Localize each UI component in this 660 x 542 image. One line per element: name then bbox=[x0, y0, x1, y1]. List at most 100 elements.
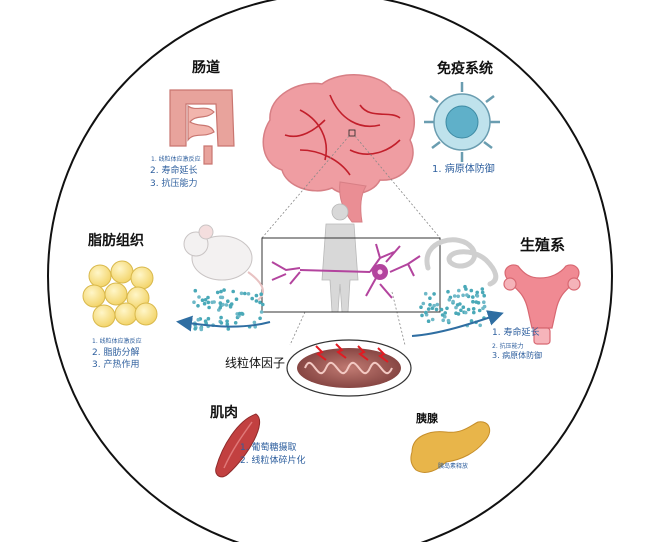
dot bbox=[489, 310, 493, 315]
fat-cell bbox=[130, 266, 154, 290]
pancreas-title: 胰腺 bbox=[416, 412, 438, 425]
dot bbox=[446, 318, 451, 323]
muscle-item-2: 2. 线粒体碎片化 bbox=[240, 456, 306, 466]
dot bbox=[222, 288, 226, 292]
dot bbox=[196, 304, 200, 308]
neuron-icon bbox=[271, 243, 421, 299]
dot bbox=[192, 300, 196, 305]
dot bbox=[456, 294, 461, 299]
pancreas-icon bbox=[410, 421, 491, 473]
dot bbox=[435, 302, 440, 307]
dot bbox=[225, 319, 229, 324]
watermark: 网易号 | 查只灰鸽子 bbox=[548, 523, 647, 536]
fat-cell bbox=[92, 304, 116, 328]
dot bbox=[203, 298, 208, 302]
dot bbox=[454, 311, 458, 316]
dot bbox=[423, 291, 428, 296]
muscle-icon bbox=[215, 413, 261, 478]
dot bbox=[193, 288, 198, 293]
dot bbox=[231, 289, 235, 294]
dot bbox=[206, 295, 210, 300]
dot bbox=[445, 306, 449, 311]
dot bbox=[458, 302, 462, 306]
dots-cluster-right bbox=[419, 284, 493, 328]
repro-title: 生殖系 bbox=[520, 236, 566, 254]
fat-title: 脂肪组织 bbox=[88, 233, 144, 249]
dot bbox=[246, 292, 251, 296]
repro-item-1: 1. 寿命延长 bbox=[492, 328, 540, 338]
uterus-icon bbox=[503, 264, 581, 345]
dot bbox=[261, 302, 265, 307]
dot bbox=[219, 321, 224, 325]
dot bbox=[457, 288, 461, 293]
dot bbox=[225, 322, 230, 327]
dot bbox=[420, 313, 424, 318]
dot bbox=[226, 299, 230, 304]
dot bbox=[221, 302, 225, 307]
mouse-icon bbox=[183, 224, 264, 301]
dot bbox=[206, 316, 211, 321]
dot bbox=[254, 293, 259, 298]
worm-icon bbox=[424, 237, 499, 287]
dot bbox=[469, 288, 474, 293]
dot bbox=[446, 289, 450, 294]
dot bbox=[476, 301, 481, 305]
dot bbox=[466, 307, 471, 312]
dot bbox=[421, 301, 426, 306]
dot bbox=[210, 300, 214, 305]
dot bbox=[224, 303, 229, 307]
dot bbox=[237, 311, 242, 316]
dot bbox=[478, 323, 483, 328]
dot bbox=[443, 311, 448, 315]
dot bbox=[464, 287, 468, 291]
dot bbox=[472, 310, 476, 315]
dot bbox=[254, 299, 259, 303]
dot bbox=[459, 308, 463, 313]
dot bbox=[259, 292, 264, 297]
dot bbox=[463, 310, 468, 315]
dot bbox=[243, 291, 247, 296]
dot bbox=[252, 320, 257, 325]
dot bbox=[461, 305, 466, 310]
fat-cell bbox=[88, 264, 112, 288]
muscle-item-1: 1. 葡萄糖摄取 bbox=[240, 443, 297, 453]
dot bbox=[471, 307, 476, 311]
neuron-box bbox=[261, 237, 441, 313]
dot bbox=[432, 303, 436, 308]
dot bbox=[258, 316, 262, 321]
dot bbox=[207, 305, 211, 310]
immune-cell-icon bbox=[424, 82, 500, 162]
repro-item-2: 2. 抗压能力 bbox=[492, 343, 524, 350]
pancreas-item-1: 胰岛素释放 bbox=[438, 463, 469, 470]
arrow-left-icon bbox=[176, 315, 271, 332]
dot bbox=[419, 305, 423, 310]
zoom-lines bbox=[261, 135, 441, 346]
dot bbox=[428, 296, 432, 301]
dot bbox=[193, 327, 197, 331]
fat-cell bbox=[110, 260, 134, 284]
gut-item-3: 3. 抗压能力 bbox=[150, 179, 198, 189]
fat-cell bbox=[104, 282, 128, 306]
dot bbox=[226, 327, 231, 331]
arrow-right-icon bbox=[411, 310, 504, 337]
dot bbox=[477, 308, 482, 313]
repro-item-3: 3. 病原体防御 bbox=[492, 351, 543, 360]
dot bbox=[199, 326, 203, 330]
dot bbox=[203, 319, 208, 324]
dot bbox=[196, 317, 201, 322]
dot bbox=[202, 301, 207, 306]
fat-item-2: 2. 脂肪分解 bbox=[92, 348, 140, 358]
dot bbox=[428, 303, 432, 307]
dot bbox=[471, 299, 475, 304]
dot bbox=[426, 319, 431, 324]
dots-cluster-left bbox=[192, 288, 265, 332]
dot bbox=[440, 313, 445, 317]
dot bbox=[228, 305, 233, 309]
dot bbox=[452, 294, 457, 298]
dot bbox=[465, 293, 469, 297]
dot bbox=[259, 310, 264, 314]
immune-item-1: 1. 病原体防御 bbox=[432, 164, 495, 175]
dot bbox=[475, 290, 480, 295]
dot bbox=[206, 300, 211, 305]
